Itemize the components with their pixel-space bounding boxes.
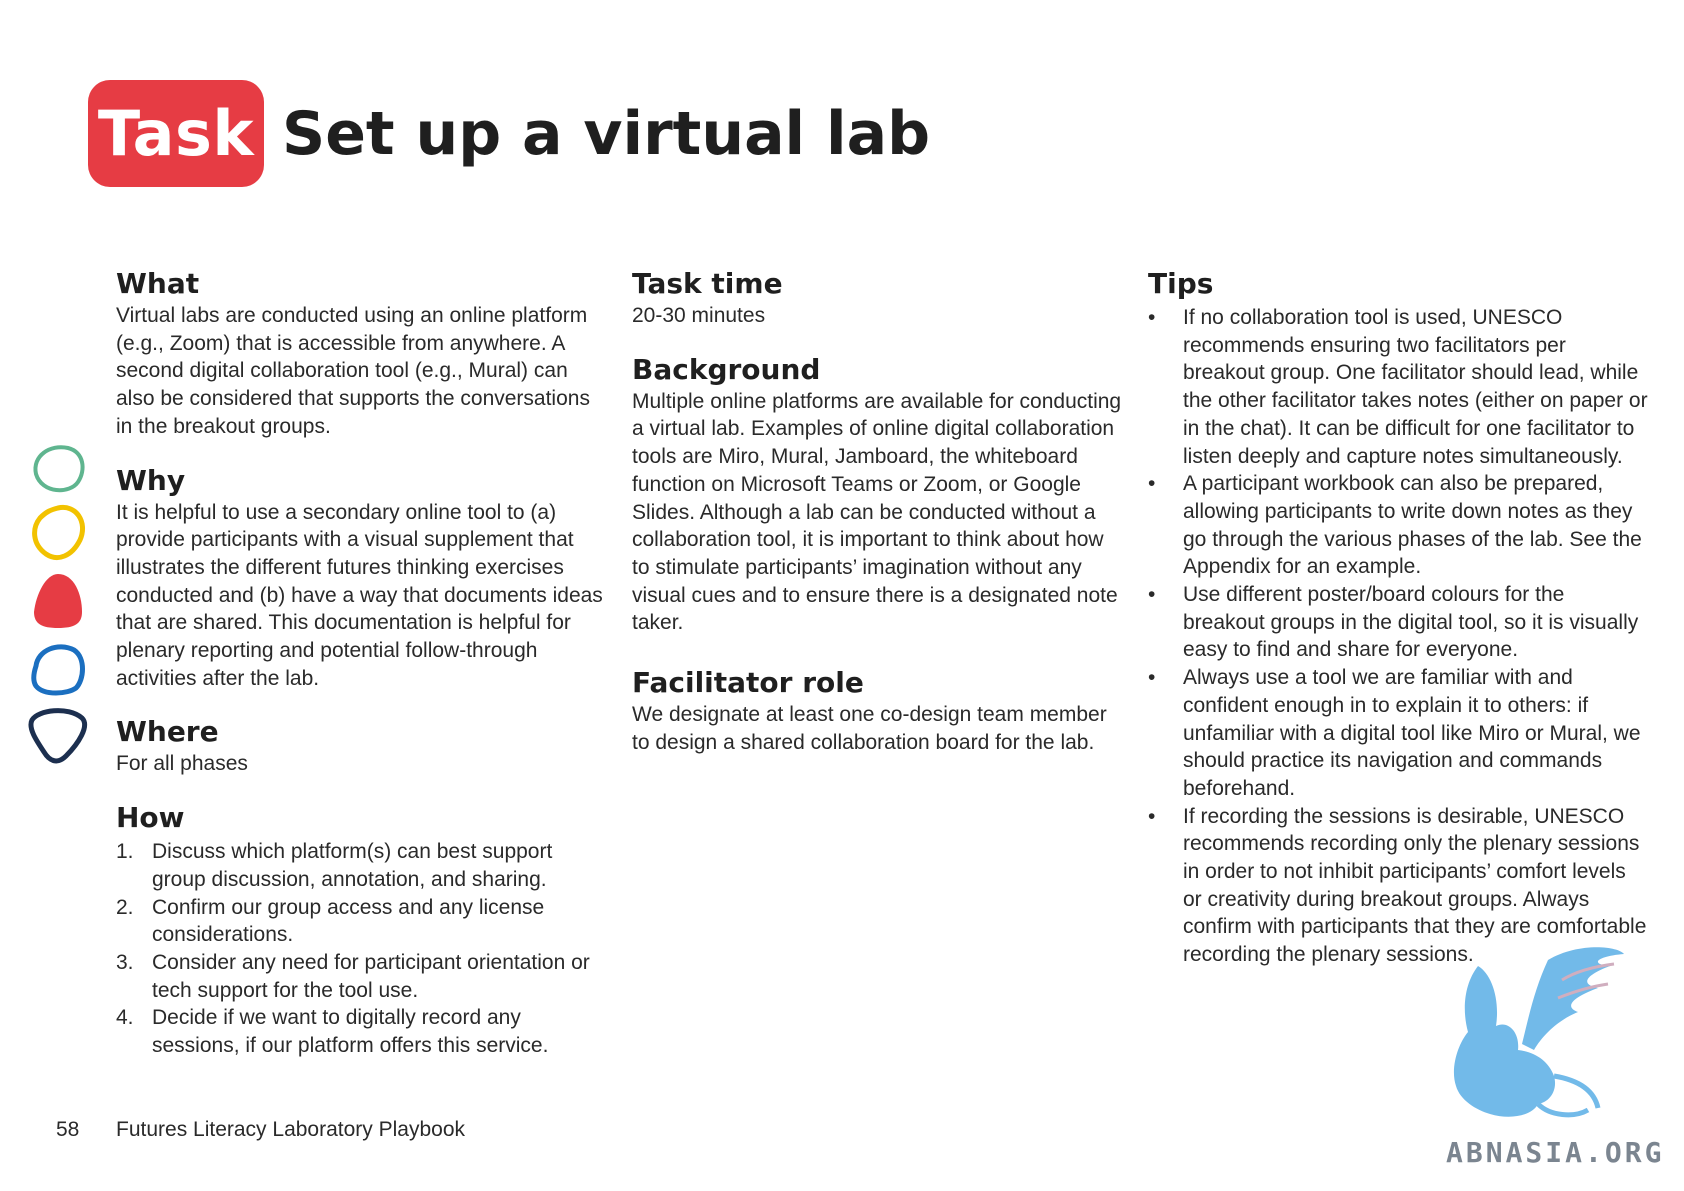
- how-list-item: 4. Decide if we want to digitally record …: [116, 1004, 606, 1059]
- how-list: 1. Discuss which platform(s) can best sup…: [116, 838, 606, 1060]
- why-heading: Why: [116, 463, 186, 497]
- footer-book-title: Futures Literacy Laboratory Playbook: [116, 1118, 466, 1141]
- red-blob-icon: [34, 574, 82, 628]
- navy-blob-icon: [28, 708, 88, 764]
- why-section: Why It is helpful to use a secondary onl…: [116, 463, 606, 693]
- tip-text: If no collaboration tool is used, UNESCO…: [1183, 306, 1648, 468]
- watermark-text: ABNASIA.ORG: [1446, 1136, 1665, 1169]
- tips-list-item: • Use different poster/board colours for …: [1148, 581, 1648, 664]
- tips-list-item: • If recording the sessions is desirable,…: [1148, 803, 1648, 969]
- what-text: Virtual labs are conducted using an onli…: [116, 304, 590, 438]
- bullet-icon: •: [1148, 666, 1156, 690]
- where-section: Where For all phases: [116, 714, 606, 778]
- bullet-icon: •: [1148, 306, 1156, 329]
- tip-text: A participant workbook can also be prepa…: [1183, 472, 1642, 579]
- how-item-number: 1.: [116, 840, 134, 864]
- tips-list-item: • A participant workbook can also be prep…: [1148, 470, 1648, 581]
- facilitator-role-text: We designate at least one co-design team…: [632, 703, 1107, 754]
- background-text: Multiple online platforms are available …: [632, 389, 1122, 635]
- what-heading: What: [116, 267, 200, 300]
- how-item-text: Confirm our group access and any license…: [152, 895, 545, 947]
- task-badge: Task: [88, 80, 264, 187]
- facilitator-role-section: Facilitator role We designate at least o…: [632, 665, 1122, 756]
- how-item-number: 2.: [116, 895, 134, 919]
- where-heading: Where: [116, 715, 219, 749]
- yellow-blob-icon: [32, 504, 85, 560]
- facilitator-role-heading: Facilitator role: [632, 666, 864, 700]
- right-column: Tips • If no collaboration tool is used, …: [1148, 266, 1648, 991]
- tip-text: Always use a tool we are familiar with a…: [1183, 666, 1641, 800]
- how-list-item: 1. Discuss which platform(s) can best sup…: [116, 838, 606, 893]
- decorative-blobs: [28, 445, 88, 764]
- how-list-item: 3. Consider any need for participant orie…: [116, 949, 606, 1004]
- tips-section: Tips • If no collaboration tool is used, …: [1148, 266, 1648, 969]
- page-title: Set up a virtual lab: [282, 99, 931, 169]
- griffin-watermark-icon: [1453, 947, 1624, 1118]
- bullet-icon: •: [1148, 472, 1156, 496]
- tips-list: • If no collaboration tool is used, UNESC…: [1148, 304, 1648, 969]
- task-badge-label: Task: [97, 97, 255, 170]
- where-text: For all phases: [116, 752, 248, 776]
- tips-list-item: • Always use a tool we are familiar with …: [1148, 664, 1648, 803]
- tip-text: Use different poster/board colours for t…: [1183, 583, 1639, 662]
- what-section: What Virtual labs are conducted using an…: [116, 266, 606, 441]
- left-column: What Virtual labs are conducted using an…: [116, 266, 606, 1082]
- tips-list-item: • If no collaboration tool is used, UNESC…: [1148, 304, 1648, 470]
- how-item-number: 4.: [116, 1006, 134, 1030]
- how-item-number: 3.: [116, 950, 134, 974]
- how-item-text: Discuss which platform(s) can best suppo…: [152, 840, 553, 891]
- tips-heading: Tips: [1148, 267, 1214, 300]
- task-time-text: 20-30 minutes: [632, 304, 766, 327]
- tip-text: If recording the sessions is desirable, …: [1183, 804, 1647, 967]
- middle-column: Task time 20-30 minutes Background Multi…: [632, 266, 1122, 778]
- background-section: Background Multiple online platforms are…: [632, 352, 1122, 637]
- task-time-section: Task time 20-30 minutes: [632, 266, 1122, 330]
- how-section: How 1. Discuss which platform(s) can best…: [116, 800, 606, 1060]
- how-list-item: 2. Confirm our group access and any licen…: [116, 894, 606, 949]
- background-heading: Background: [632, 352, 821, 386]
- how-heading: How: [116, 801, 185, 835]
- blue-blob-icon: [31, 644, 85, 696]
- why-text: It is helpful to use a secondary online …: [116, 500, 603, 690]
- how-item-text: Consider any need for participant orient…: [152, 950, 590, 1002]
- bullet-icon: •: [1148, 804, 1156, 828]
- page-number: 58: [56, 1118, 80, 1141]
- green-blob-icon: [33, 445, 85, 493]
- how-item-text: Decide if we want to digitally record an…: [152, 1006, 549, 1058]
- bullet-icon: •: [1148, 583, 1156, 607]
- task-time-heading: Task time: [632, 267, 783, 300]
